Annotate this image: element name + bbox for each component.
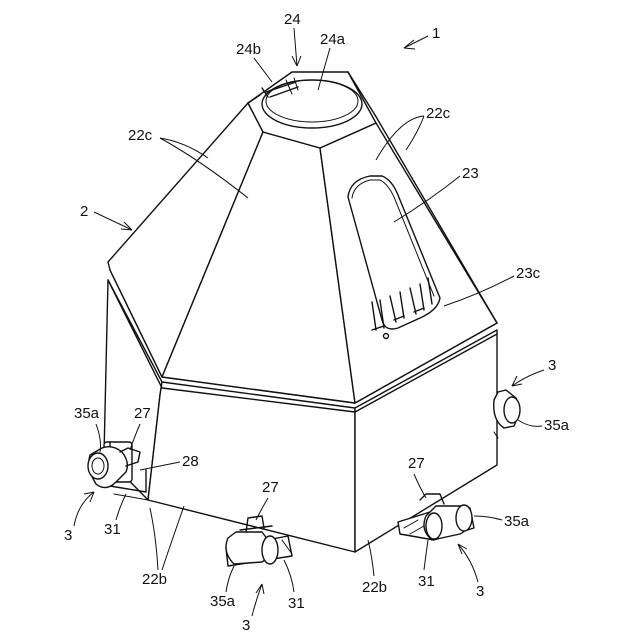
label-35a-left: 35a <box>74 405 100 422</box>
label-28: 28 <box>182 453 199 470</box>
top-lid <box>262 80 362 128</box>
label-1: 1 <box>432 25 440 42</box>
label-31-front: 31 <box>288 595 305 612</box>
label-3-left: 3 <box>64 527 72 544</box>
label-24: 24 <box>284 11 301 28</box>
label-31-left: 31 <box>104 521 121 538</box>
label-3-right-bottom: 3 <box>476 583 484 600</box>
label-22c-right: 22c <box>426 105 451 122</box>
label-22b-right: 22b <box>362 579 387 596</box>
label-22b-left: 22b <box>142 571 167 588</box>
label-2: 2 <box>80 203 88 220</box>
label-24b: 24b <box>236 41 261 58</box>
label-23: 23 <box>462 165 479 182</box>
label-27-right: 27 <box>408 455 425 472</box>
label-27-front: 27 <box>262 479 279 496</box>
label-3-front: 3 <box>242 617 250 634</box>
label-31-right: 31 <box>418 573 435 590</box>
label-22c-left: 22c <box>128 127 153 144</box>
label-27-left: 27 <box>134 405 151 422</box>
label-35a-front: 35a <box>210 593 236 610</box>
label-3-right-top: 3 <box>548 357 556 374</box>
label-24a: 24a <box>320 31 346 48</box>
label-23c: 23c <box>516 265 541 282</box>
label-35a-right-top: 35a <box>544 417 570 434</box>
label-35a-right-front: 35a <box>504 513 530 530</box>
